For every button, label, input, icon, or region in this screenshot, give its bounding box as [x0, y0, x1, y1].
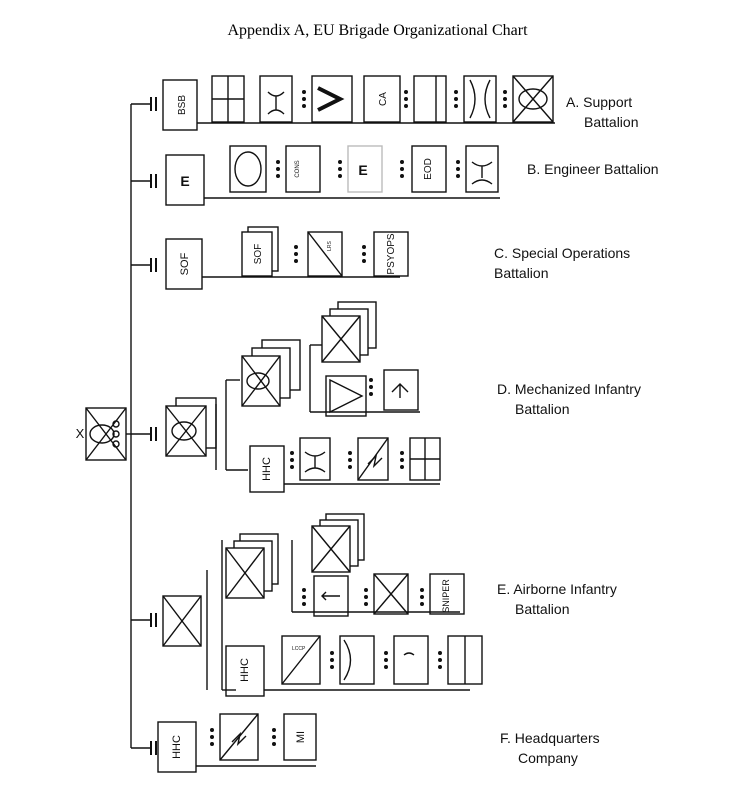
brigade-symbol: X [76, 407, 127, 461]
label-line1: C. Special Operations [494, 245, 631, 261]
battalion-b-engineer: E CONS E EOD [165, 145, 500, 206]
bsb-hq-symbol [162, 79, 198, 131]
svg-text:SNIPER: SNIPER [441, 579, 451, 613]
svg-text:BSB: BSB [177, 95, 188, 115]
label-line2: Battalion [494, 265, 549, 281]
svg-text:EOD: EOD [423, 158, 434, 180]
svg-text:HHC: HHC [171, 735, 183, 759]
svg-text:E: E [358, 162, 367, 178]
svg-text:PSYOPS: PSYOPS [386, 233, 397, 274]
svg-text:SOF: SOF [253, 244, 264, 265]
battalion-d-mechanized-infantry: HHC [165, 301, 441, 493]
svg-text:LCCP: LCCP [292, 646, 306, 652]
label-line1: A. Support [566, 94, 633, 110]
label-line1: D. Mechanized Infantry [497, 381, 641, 397]
label-line2: Battalion [515, 401, 570, 417]
svg-text:CONS: CONS [295, 160, 301, 177]
svg-text:LRS: LRS [327, 240, 333, 250]
engineer-hq-symbol [165, 154, 205, 206]
brigade-echelon-mark: X [76, 426, 85, 441]
label-line2: Battalion [584, 114, 639, 130]
label-special-operations-battalion: C. Special Operations Battalion [494, 243, 630, 283]
svg-text:HHC: HHC [261, 457, 273, 481]
battalion-f-headquarters-company: HHC MI [157, 713, 317, 773]
sof-hq-symbol [165, 238, 203, 290]
label-headquarters-company: F. Headquarters Company [500, 728, 600, 768]
label-line1: E. Airborne Infantry [497, 581, 617, 597]
svg-text:HHC: HHC [239, 658, 251, 682]
label-airborne-infantry-battalion: E. Airborne Infantry Battalion [497, 579, 617, 619]
hhc-hq-symbol [157, 721, 197, 773]
battalion-e-airborne-infantry: SNIPER HHC LCCP [162, 513, 483, 697]
svg-text:SOF: SOF [179, 252, 191, 275]
label-line1: B. Engineer Battalion [527, 161, 659, 177]
battalion-c-special-operations: SOF SOF LRS PSYOPS [165, 226, 409, 290]
label-line2: Company [518, 750, 578, 766]
label-line2: Battalion [515, 601, 570, 617]
svg-text:E: E [180, 173, 189, 189]
label-line1: F. Headquarters [500, 730, 600, 746]
svg-text:MI: MI [295, 731, 307, 743]
label-engineer-battalion: B. Engineer Battalion [527, 159, 659, 179]
chart-title: Appendix A, EU Brigade Organizational Ch… [227, 22, 528, 39]
label-support-battalion: A. Support Battalion [566, 92, 638, 132]
battalion-a-support: BSB CA [162, 75, 555, 131]
battalion-echelon-marks [150, 97, 157, 755]
svg-text:CA: CA [378, 92, 389, 106]
label-mechanized-infantry-battalion: D. Mechanized Infantry Battalion [497, 379, 641, 419]
